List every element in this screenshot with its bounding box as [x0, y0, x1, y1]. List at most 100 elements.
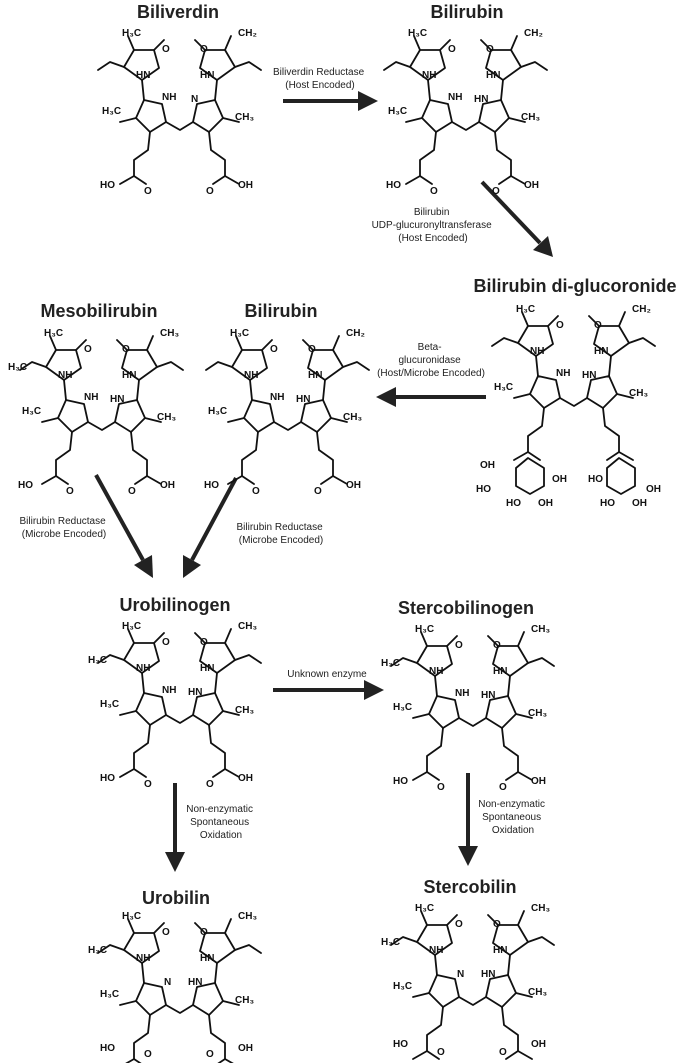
atom-n: N [164, 977, 171, 988]
atom-methyl: H₃C [122, 621, 141, 632]
atom-acid: OH [238, 1043, 253, 1054]
atom-methyl: H₃C [22, 406, 41, 417]
atom-methyl: H₃C [100, 699, 119, 710]
atom-o: O [144, 1049, 152, 1060]
atom-ethyl: H₃C [88, 655, 107, 666]
atom-methyl: CH₃ [235, 705, 254, 716]
molecule-biliverdin: H₃C O HN O HN CH₂ NH N H₃C CH₃ HO O O OH [97, 28, 262, 197]
atom-nh: NH [162, 685, 176, 696]
atom-acid: HO [393, 1039, 408, 1050]
atom-acid: HO [386, 180, 401, 191]
atom-methyl: CH₃ [528, 987, 547, 998]
atom-o: O [493, 640, 501, 651]
arrow-urobilinogen-to-urobilin [165, 783, 185, 872]
molecule-mesobilirubin: H₃C O NH O HN CH₃ H₃C NH HN H₃C CH₃ HO O… [8, 328, 184, 497]
atom-n: N [191, 94, 198, 105]
atom-o: O [448, 44, 456, 55]
atom-oh: OH [480, 460, 495, 471]
molecule-urobilinogen: H₃C O NH O HN CH₃ H₃C NH HN H₃C CH₃ HO O… [88, 621, 262, 790]
atom-methyl: CH₃ [157, 412, 176, 423]
atom-acid: OH [524, 180, 539, 191]
atom-o: O [493, 919, 501, 930]
atom-ethyl: CH₃ [160, 328, 179, 339]
molecule-stercobilinogen: H₃C O NH O HN CH₃ H₃C NH HN H₃C CH₃ HO O… [381, 624, 555, 793]
title-urobilin: Urobilin [142, 888, 210, 908]
atom-o: O [122, 344, 130, 355]
atom-o: O [556, 320, 564, 331]
atom-o: O [200, 44, 208, 55]
atom-methyl: H₃C [122, 28, 141, 39]
atom-methyl: H₃C [100, 989, 119, 1000]
atom-ethyl: H₃C [88, 945, 107, 956]
title-biliverdin: Biliverdin [137, 2, 219, 22]
molecule-urobilin: H₃C O NH O HN CH₃ H₃C N HN H₃C CH₃ HO O … [88, 911, 262, 1063]
atom-o: O [499, 782, 507, 793]
atom-o: O [162, 637, 170, 648]
atom-methyl: H₃C [516, 304, 535, 315]
title-stercobilinogen: Stercobilinogen [398, 598, 534, 618]
atom-nh: NH [136, 953, 150, 964]
atom-acid: OH [238, 773, 253, 784]
atom-methyl: CH₃ [235, 995, 254, 1006]
atom-nh: NH [84, 392, 98, 403]
atom-ethyl: H₃C [381, 937, 400, 948]
atom-nh: NH [422, 70, 436, 81]
atom-methyl: H₃C [415, 624, 434, 635]
atom-n: N [457, 969, 464, 980]
atom-ethyl: H₃C [381, 658, 400, 669]
arrow-urobilinogen-to-stercobilinogen [273, 680, 384, 700]
title-bilirubin-mid: Bilirubin [245, 301, 318, 321]
atom-vinyl: CH₂ [346, 328, 365, 339]
atom-o: O [430, 186, 438, 197]
atom-hn: HN [296, 394, 310, 405]
atom-o: O [84, 344, 92, 355]
atom-hn: HN [200, 663, 214, 674]
arrow-diglucoronide-to-bilirubin [376, 387, 486, 407]
atom-methyl: H₃C [208, 406, 227, 417]
atom-nh: NH [429, 666, 443, 677]
atom-methyl: H₃C [415, 903, 434, 914]
atom-methyl: H₃C [494, 382, 513, 393]
atom-nh: NH [58, 370, 72, 381]
atom-o: O [144, 779, 152, 790]
atom-hn: HN [200, 953, 214, 964]
atom-hn: HN [481, 690, 495, 701]
atom-vinyl: CH₂ [524, 28, 543, 39]
atom-ethyl: CH₃ [238, 621, 257, 632]
atom-methyl: H₃C [230, 328, 249, 339]
atom-acid: HO [100, 1043, 115, 1054]
atom-methyl: H₃C [122, 911, 141, 922]
atom-o: O [314, 486, 322, 497]
atom-o: O [162, 927, 170, 938]
atom-nh: NH [270, 392, 284, 403]
atom-methyl: H₃C [44, 328, 63, 339]
atom-hn: HN [188, 977, 202, 988]
atom-vinyl: CH₂ [632, 304, 651, 315]
label-biliverdin-reductase: Biliverdin Reductase (Host Encoded) [273, 67, 367, 91]
atom-methyl: CH₃ [528, 708, 547, 719]
atom-ho: HO [600, 498, 615, 509]
atom-acid: OH [160, 480, 175, 491]
atom-nh: NH [244, 370, 258, 381]
label-beta-glucuronidase: Beta- glucuronidase (Host/Microbe Encode… [377, 342, 485, 379]
atom-acid: HO [18, 480, 33, 491]
atom-o: O [455, 640, 463, 651]
atom-acid: HO [393, 776, 408, 787]
atom-methyl: H₃C [393, 702, 412, 713]
title-stercobilin: Stercobilin [423, 877, 516, 897]
atom-nh: NH [429, 945, 443, 956]
atom-acid: OH [531, 1039, 546, 1050]
atom-o: O [206, 1049, 214, 1060]
title-urobilinogen: Urobilinogen [120, 595, 231, 615]
atom-o: O [270, 344, 278, 355]
atom-hn: HN [474, 94, 488, 105]
atom-o: O [144, 186, 152, 197]
atom-ho: HO [506, 498, 521, 509]
atom-methyl: CH₃ [521, 112, 540, 123]
title-mesobilirubin: Mesobilirubin [41, 301, 158, 321]
atom-hn: HN [200, 70, 214, 81]
label-unknown-enzyme: Unknown enzyme [287, 669, 367, 680]
label-bilirubin-reductase-left: Bilirubin Reductase (Microbe Encoded) [20, 516, 109, 540]
atom-hn: HN [582, 370, 596, 381]
atom-ethyl: H₃C [8, 362, 27, 373]
